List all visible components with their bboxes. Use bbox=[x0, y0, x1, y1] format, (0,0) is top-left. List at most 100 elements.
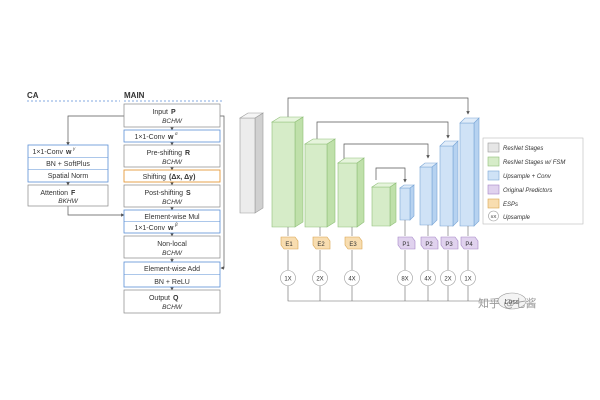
upsample-esp-3: 4X bbox=[344, 270, 360, 286]
legend: ResNet Stages ResNet Stages w/ FSM Upsam… bbox=[482, 137, 584, 225]
legend-swatch-esps bbox=[487, 198, 500, 209]
skip-connections bbox=[287, 97, 470, 183]
resnet-stage-fsm-1 bbox=[270, 116, 305, 228]
ca-conv-sym: w bbox=[65, 149, 72, 156]
conv-alpha-box: 1×1-Conv w α bbox=[123, 129, 221, 143]
upsample-pred-3: 2X bbox=[440, 270, 456, 286]
legend-label-predictors: Original Predictors bbox=[503, 188, 552, 194]
nonlocal-box: Non-local BCHW bbox=[123, 235, 221, 259]
legend-label-upsample: Upsample bbox=[503, 215, 531, 221]
pred-p2: P2 bbox=[420, 236, 439, 250]
postshift-sym: S bbox=[186, 190, 191, 197]
legend-upsample-circle bbox=[488, 210, 499, 222]
upsample-pred-2: 4X bbox=[420, 270, 436, 286]
postshift-shape: BCHW bbox=[162, 199, 183, 206]
conv-alpha-label: 1×1-Conv bbox=[134, 134, 165, 141]
pred-p3-label: P3 bbox=[445, 242, 453, 248]
esp-e3: E3 bbox=[344, 236, 363, 250]
upsample-conv-1 bbox=[399, 184, 415, 221]
ca-conv-label: 1×1-Conv bbox=[32, 149, 63, 156]
ca-conv-group: 1×1-Conv w γ BN + SoftPlus Spatial Norm bbox=[27, 144, 109, 183]
resnet-stage-grey bbox=[238, 112, 265, 214]
ewmul-label: Element-wise Mul bbox=[144, 214, 200, 221]
upsample-pred-1: 8X bbox=[397, 270, 413, 286]
head-lines bbox=[287, 220, 500, 302]
input-label: Input bbox=[152, 109, 168, 116]
legend-label-resnet: ResNet Stages bbox=[503, 146, 543, 152]
esp-e1: E1 bbox=[280, 236, 299, 250]
pred-p4-label: P4 bbox=[465, 242, 473, 248]
legend-item-esps: ESPs bbox=[487, 198, 518, 209]
upsample-conv-3 bbox=[439, 140, 459, 227]
input-shape: BCHW bbox=[162, 118, 183, 125]
ewadd-label: Element-wise Add bbox=[144, 266, 200, 273]
elementwise-add-group: Element-wise Add BN + ReLU bbox=[123, 261, 221, 288]
watermark-text: 知乎 @七酱 bbox=[478, 296, 537, 310]
ca-title: CA bbox=[27, 91, 39, 100]
legend-upsample-symbol: nX bbox=[491, 214, 498, 220]
upsample-conv-4 bbox=[459, 117, 480, 227]
upsample-circles: 1X 2X 4X 8X 4X 2X bbox=[280, 270, 476, 286]
legend-label-upsample-conv: Upsample + Conv bbox=[503, 174, 552, 180]
ca-conv-sup: γ bbox=[73, 146, 76, 151]
pred-p4: P4 bbox=[460, 236, 479, 250]
loss-node: Loss bbox=[497, 292, 527, 310]
preshift-label: Pre-shifting bbox=[147, 150, 183, 157]
network-diagram: E1 E2 E3 P1 P2 P3 bbox=[238, 97, 527, 310]
pred-p2-label: P2 bbox=[425, 242, 433, 248]
postshift-label: Post-shifting bbox=[144, 190, 183, 197]
pred-p3: P3 bbox=[440, 236, 459, 250]
upsample-esp-2: 2X bbox=[312, 270, 328, 286]
legend-swatch-upsample-conv bbox=[487, 170, 500, 181]
upsample-esp-3-label: 4X bbox=[348, 277, 355, 283]
upsample-esp-1: 1X bbox=[280, 270, 296, 286]
conv-beta-sym: w bbox=[167, 225, 174, 232]
ca-attention-box: Attention F BKHW bbox=[27, 184, 109, 207]
elementwise-mul-group: Element-wise Mul 1×1-Conv w β bbox=[123, 209, 221, 234]
pred-p1: P1 bbox=[397, 236, 416, 250]
resnet-stage-fsm-3 bbox=[337, 157, 365, 228]
shifting-sym: (Δx, Δy) bbox=[169, 174, 195, 181]
esp-e2: E2 bbox=[312, 236, 331, 250]
input-sym: P bbox=[171, 109, 176, 116]
shifting-box: Shifting (Δx, Δy) bbox=[123, 169, 221, 183]
resnet-stage-fsm-2 bbox=[303, 138, 337, 228]
fsm-connectors bbox=[66, 115, 225, 291]
legend-label-esps: ESPs bbox=[503, 202, 518, 208]
esp-heads: E1 E2 E3 bbox=[280, 236, 363, 250]
legend-swatch-resnet bbox=[487, 142, 500, 153]
predictor-heads: P1 P2 P3 P4 bbox=[397, 236, 479, 250]
main-title: MAIN bbox=[124, 91, 145, 100]
conv-alpha-sup: α bbox=[175, 131, 178, 136]
nonlocal-label: Non-local bbox=[157, 241, 187, 248]
output-box: Output Q BCHW bbox=[123, 289, 221, 314]
legend-item-resnet: ResNet Stages bbox=[487, 142, 543, 153]
upsample-esp-1-label: 1X bbox=[284, 277, 291, 283]
upsample-pred-2-label: 4X bbox=[424, 277, 431, 283]
postshift-box: Post-shifting S BCHW bbox=[123, 184, 221, 208]
upsample-esp-2-label: 2X bbox=[316, 277, 323, 283]
upsample-pred-1-label: 8X bbox=[401, 277, 408, 283]
ca-bn-label: BN + SoftPlus bbox=[46, 161, 90, 168]
svg-text:Input: Input bbox=[152, 109, 168, 116]
conv-alpha-sym: w bbox=[167, 134, 174, 141]
conv-beta-sup: β bbox=[174, 222, 178, 227]
ca-attn-sym: F bbox=[71, 190, 76, 197]
preshift-box: Pre-shifting R BCHW bbox=[123, 144, 221, 168]
ca-norm-label: Spatial Norm bbox=[48, 173, 89, 180]
esp-e2-label: E2 bbox=[317, 242, 325, 248]
resnet-stage-fsm-4 bbox=[371, 182, 397, 227]
esp-e3-label: E3 bbox=[349, 242, 357, 248]
legend-item-fsm: ResNet Stages w/ FSM bbox=[487, 156, 565, 167]
fsm-module: CA MAIN Input P BCHW bbox=[27, 91, 225, 314]
legend-item-upsample-conv: Upsample + Conv bbox=[487, 170, 552, 181]
shifting-label: Shifting bbox=[143, 174, 166, 181]
upsample-pred-4: 1X bbox=[460, 270, 476, 286]
esp-e1-label: E1 bbox=[285, 242, 293, 248]
output-shape: BCHW bbox=[162, 304, 183, 311]
conv-beta-label: 1×1-Conv bbox=[134, 225, 165, 232]
preshift-shape: BCHW bbox=[162, 159, 183, 166]
legend-swatch-predictors bbox=[487, 184, 500, 195]
